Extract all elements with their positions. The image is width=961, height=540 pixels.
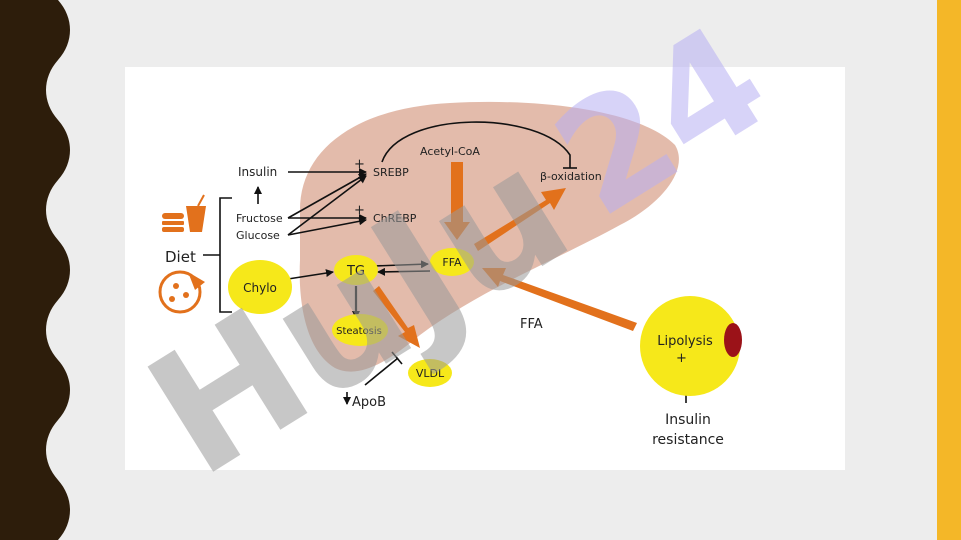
apob-inhibit-bar — [391, 351, 403, 365]
glucose-label: Glucose — [236, 229, 280, 242]
insulin-label: Insulin — [238, 165, 277, 179]
ffa-side-label: FFA — [520, 317, 543, 332]
insulin-resistance-line2: resistance — [652, 432, 724, 448]
pizza-icon — [158, 270, 205, 314]
apob-label: ApoB — [352, 395, 386, 410]
lipolysis-plus: + — [676, 351, 687, 366]
lipolysis-spot — [724, 323, 742, 357]
vldl-node — [408, 359, 452, 387]
srebp-plus: + — [354, 157, 365, 172]
tg-node — [334, 255, 378, 285]
beta-oxidation-label: β-oxidation — [540, 170, 602, 183]
arrow-ffa-to-beta-oxidation — [474, 188, 566, 251]
arrow-tg-to-vldl — [373, 286, 420, 348]
tg-label: TG — [346, 264, 365, 279]
ffa-node — [430, 248, 474, 276]
srebp-label: SREBP — [373, 166, 409, 179]
vldl-label: VLDL — [416, 367, 445, 380]
lipolysis-label: Lipolysis — [657, 334, 713, 349]
arrow-acetyl-to-ffa — [444, 162, 470, 240]
right-accent-band — [937, 0, 961, 540]
fructose-label: Fructose — [236, 212, 283, 225]
diet-label: Diet — [165, 248, 196, 266]
glucose-to-chrebp — [287, 217, 367, 236]
ffa-node-label: FFA — [442, 256, 462, 269]
chylo-node — [228, 260, 292, 314]
fructose-to-srebp — [287, 173, 367, 219]
apob-to-vldl-inhibit — [364, 357, 399, 386]
arrow-lipolysis-ffa — [482, 268, 637, 331]
chrebp-plus: + — [354, 203, 365, 218]
ffa-to-tg — [377, 267, 431, 276]
steatosis-label: Steatosis — [336, 326, 382, 337]
orange-arrows — [373, 162, 637, 348]
arc-srebp-to-beta — [381, 121, 571, 168]
tg-to-ffa — [373, 260, 429, 269]
pathway-lines — [203, 121, 690, 405]
acetyl-coa-label: Acetyl-CoA — [420, 145, 480, 158]
chrebp-label: ChREBP — [373, 212, 417, 225]
left-wavy-band — [0, 0, 70, 540]
burger-drink-icon — [162, 194, 206, 232]
glucose-to-srebp — [287, 175, 367, 236]
yellow-nodes — [228, 248, 740, 396]
insulin-resistance-line1: Insulin — [665, 412, 711, 428]
chylo-label: Chylo — [243, 281, 277, 295]
lipolysis-cell — [640, 296, 740, 396]
chylo-to-tg — [287, 269, 334, 280]
steatosis-node — [332, 314, 388, 346]
